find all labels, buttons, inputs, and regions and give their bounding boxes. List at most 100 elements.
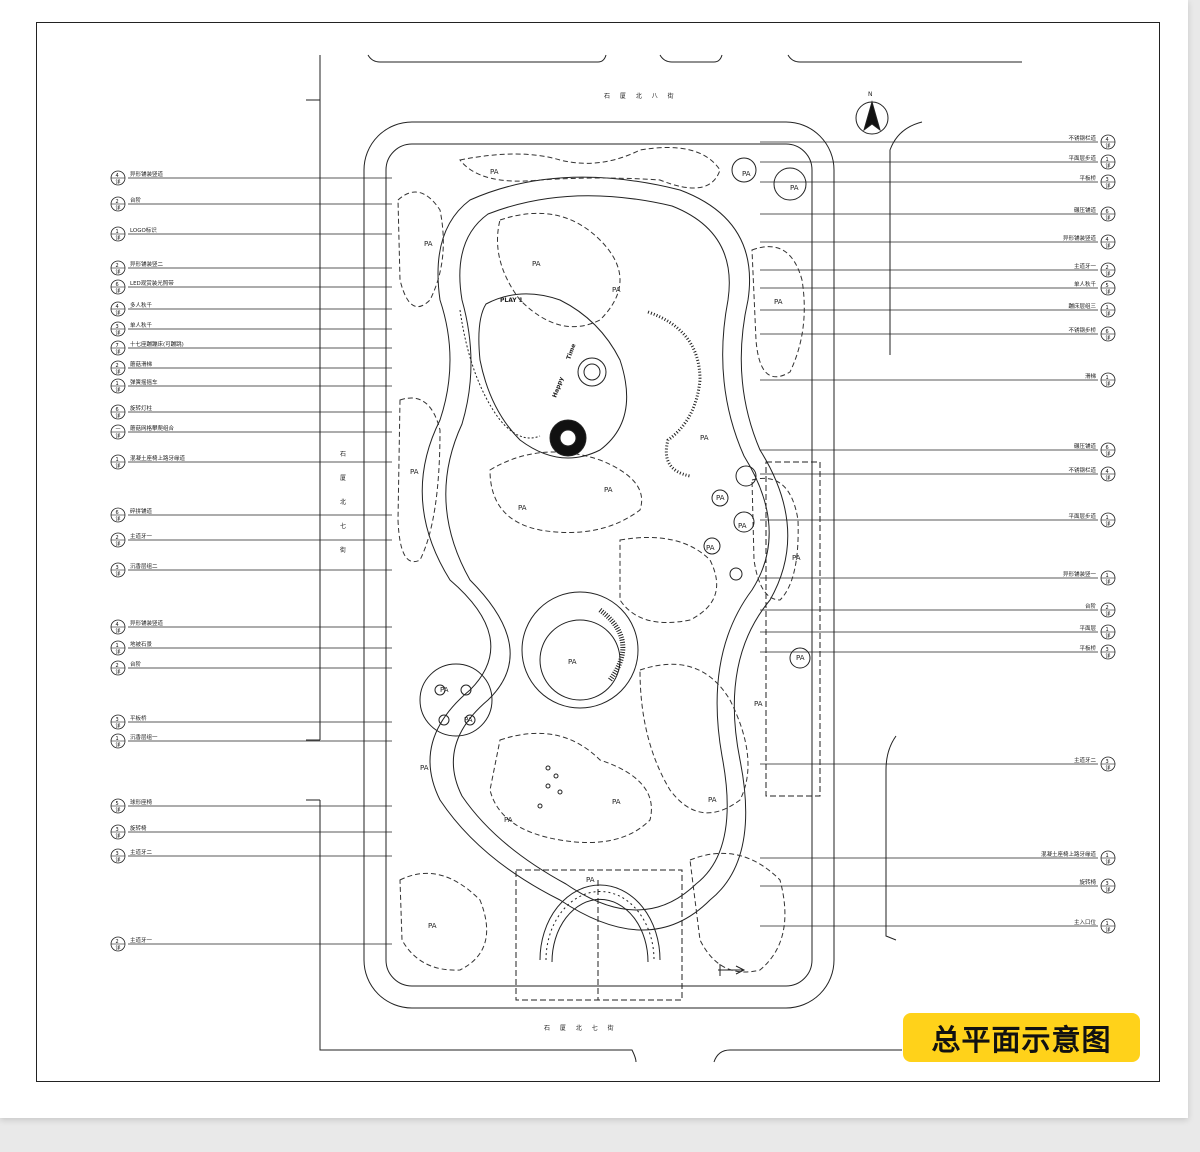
contour-east-lower xyxy=(751,478,799,601)
callout-number: 2 xyxy=(116,199,119,205)
area-label-pa: PA xyxy=(532,260,541,268)
area-label-pa: PA xyxy=(742,170,751,178)
callout-label: 主道牙一 xyxy=(130,532,153,540)
callout-number: 3 xyxy=(1106,759,1109,765)
callout-label: 蘑菇滑梯 xyxy=(130,360,153,368)
callout-sheet: 详 xyxy=(116,179,121,186)
area-label-pa: PA xyxy=(410,468,419,476)
area-label-pa: PA xyxy=(774,298,783,306)
area-label-pa: PA xyxy=(706,544,715,552)
callout-label: 平板桥 xyxy=(1079,174,1096,182)
callout-number: 1 xyxy=(116,643,119,649)
callout-number: 3 xyxy=(116,717,119,723)
callout-label: 主道牙一 xyxy=(1074,262,1097,270)
right-callout-list: 4详不锈钢栏道1详平面层步道3详平板桥6详碾压铺道4详异形铺装竖道2详主道牙一5… xyxy=(760,134,1116,934)
site-boundary-inner xyxy=(385,143,813,987)
callout-number: 1 xyxy=(1106,515,1109,521)
callout-number: 1 xyxy=(116,381,119,387)
callout-label: 碎拼铺道 xyxy=(130,507,153,515)
contour-se-lower xyxy=(689,852,786,973)
main-path-outer xyxy=(421,176,789,931)
callout-label: 平板桥 xyxy=(1079,644,1096,652)
callout-number: 4 xyxy=(1106,469,1109,475)
callout-sheet: 详 xyxy=(116,349,121,356)
road-edge-right-upper xyxy=(889,121,923,355)
callout-sheet: 详 xyxy=(1106,215,1111,222)
play-track xyxy=(459,309,541,439)
callout-number: 4 xyxy=(1106,237,1109,243)
area-label-pa: PA xyxy=(518,504,527,512)
callout-number: 5 xyxy=(116,801,119,807)
callout-label: 平面层步道 xyxy=(1068,154,1096,162)
callout-label: 弹簧摇摇车 xyxy=(130,378,158,386)
callout-label: 蘑菇网格攀爬组合 xyxy=(130,424,175,432)
callout-label: 主道牙一 xyxy=(130,936,153,944)
area-label-pa: PA xyxy=(428,922,437,930)
callout-number: 1 xyxy=(116,229,119,235)
callout-label: 滑梯 xyxy=(1085,372,1097,380)
area-label-pa: PA xyxy=(612,286,621,294)
callout-sheet: 详 xyxy=(116,857,121,864)
callout-sheet: 详 xyxy=(116,463,121,470)
callout-label: 异形铺装竖道 xyxy=(1063,234,1097,242)
callout-sheet: 详 xyxy=(1106,183,1111,190)
play-label-time: Time xyxy=(565,343,577,361)
callout-number: 2 xyxy=(116,263,119,269)
callout-label: 地被石景 xyxy=(130,640,153,648)
play-feature xyxy=(577,357,607,387)
area-label-pa: PA xyxy=(586,876,595,884)
contour-center-upper xyxy=(497,212,621,328)
callout-number: 2 xyxy=(1106,265,1109,271)
callout-label: 碾压铺道 xyxy=(1074,442,1097,450)
area-label-pa: PA xyxy=(716,494,725,502)
callout-label: 不锈钢栏道 xyxy=(1068,466,1096,474)
callout-sheet: 详 xyxy=(1106,887,1111,894)
callout-label: 异形铺装竖道 xyxy=(130,619,164,627)
road-label-bottom: 石 厦 北 七 街 xyxy=(544,1024,618,1032)
amphitheatre-zone xyxy=(515,869,683,1001)
play-area-outline xyxy=(478,293,628,459)
callout-sheet: 详 xyxy=(1106,611,1111,618)
west-round-plaza xyxy=(419,663,493,737)
road-edge-top-right xyxy=(787,54,1022,63)
contour-ne xyxy=(751,246,805,378)
area-label-pa: PA xyxy=(790,184,799,192)
callout-label: LED观赏装光照带 xyxy=(130,279,174,287)
callout-number: 1 xyxy=(116,736,119,742)
callout-label: 不锈钢步桥 xyxy=(1068,326,1096,334)
road-label-left-char: 石 xyxy=(340,451,350,458)
callout-number: 1 xyxy=(1106,627,1109,633)
callout-label: 碾压铺道 xyxy=(1074,206,1097,214)
callout-number: 6 xyxy=(1106,329,1109,335)
callout-label: 单人秋千 xyxy=(130,321,153,329)
callout-number: 3 xyxy=(1106,177,1109,183)
callout-sheet: 详 xyxy=(116,288,121,295)
callout-label: 台阶 xyxy=(130,196,142,204)
callout-label: 沉香层组一 xyxy=(130,733,158,741)
entrance-arrow xyxy=(718,965,746,975)
callout-number: 1 xyxy=(1106,305,1109,311)
area-label-pa: PA xyxy=(424,240,433,248)
callout-number: 6 xyxy=(1106,209,1109,215)
callout-label: LOGO标识 xyxy=(130,226,157,234)
callout-sheet: 详 xyxy=(116,669,121,676)
play-label-1: PLAY 1 xyxy=(500,297,523,304)
callout-label: 台阶 xyxy=(1085,602,1097,610)
callout-label: 十七座蹦蹦床(可蹦跳) xyxy=(130,340,184,348)
callout-sheet: 详 xyxy=(1106,163,1111,170)
area-label-pa: PA xyxy=(796,654,805,662)
contour-nw xyxy=(397,191,444,308)
